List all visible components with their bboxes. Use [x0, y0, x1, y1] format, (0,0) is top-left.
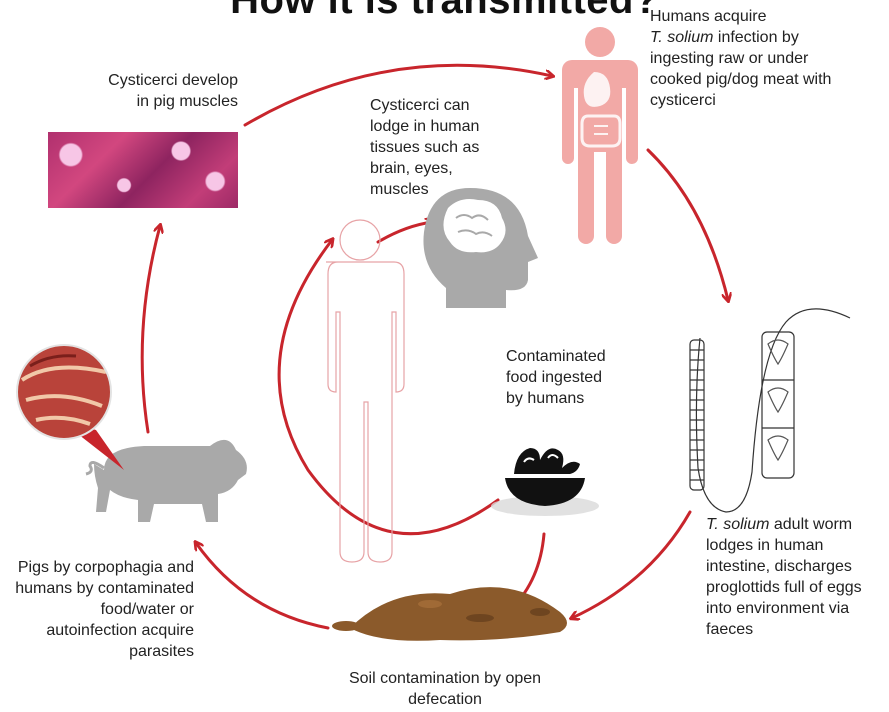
label-pigs: Pigs by corpophagia and humans by contam… — [14, 557, 194, 662]
brain-head-icon — [423, 188, 538, 308]
arrow-soil-to-pigs — [196, 543, 328, 628]
label-contaminated-food: Contaminated food ingested by humans — [506, 346, 614, 409]
muscle-tissue-image — [48, 132, 238, 208]
arrow-human-to-worm — [648, 150, 728, 300]
label-soil: Soil contamination by open defecation — [340, 668, 550, 710]
label-human-tissues: Cysticerci can lodge in human tissues su… — [370, 95, 510, 200]
arrow-worm-to-soil — [572, 512, 690, 618]
label-pig-muscles: Cysticerci develop in pig muscles — [108, 70, 238, 112]
tapeworm-illustration — [690, 309, 850, 512]
label-humans-acquire: Humans acquire T. solium infection by in… — [650, 6, 850, 111]
label-adult-worm-species: T. solium — [706, 516, 769, 533]
arrow-pig-to-muscles — [142, 226, 160, 432]
human-outline-icon — [326, 220, 404, 562]
soil-pile — [332, 587, 567, 641]
label-adult-worm-rest: adult worm lodges in human intestine, di… — [706, 516, 862, 638]
human-body-icon — [562, 27, 638, 244]
magnified-meat-image — [17, 345, 124, 470]
label-humans-acquire-species: T. solium — [650, 29, 713, 46]
food-bowl-icon — [491, 448, 599, 516]
label-adult-worm: T. solium adult worm lodges in human int… — [706, 514, 884, 640]
label-humans-acquire-1: Humans acquire — [650, 8, 767, 25]
